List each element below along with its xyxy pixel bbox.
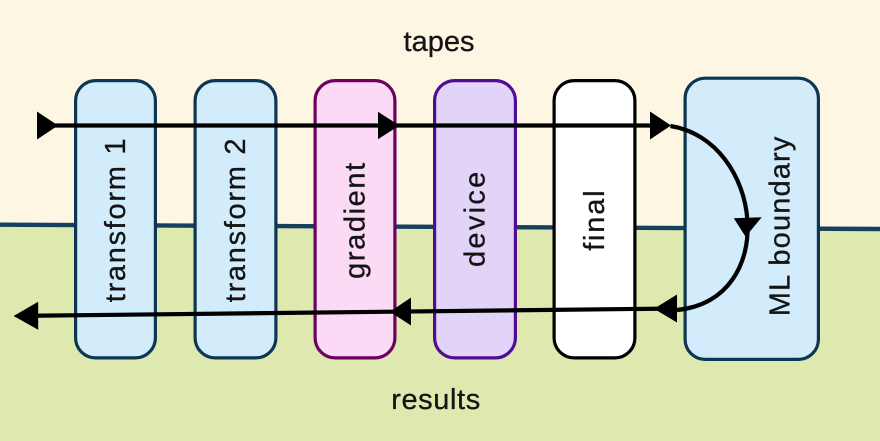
- svg-text:results: results: [391, 384, 481, 416]
- svg-text:transform 2: transform 2: [220, 137, 252, 302]
- svg-text:gradient: gradient: [340, 161, 372, 279]
- svg-text:transform 1: transform 1: [100, 137, 132, 302]
- svg-text:final: final: [579, 189, 611, 251]
- svg-text:ML boundary: ML boundary: [765, 136, 797, 317]
- svg-text:device: device: [460, 169, 492, 267]
- svg-text:tapes: tapes: [404, 26, 475, 58]
